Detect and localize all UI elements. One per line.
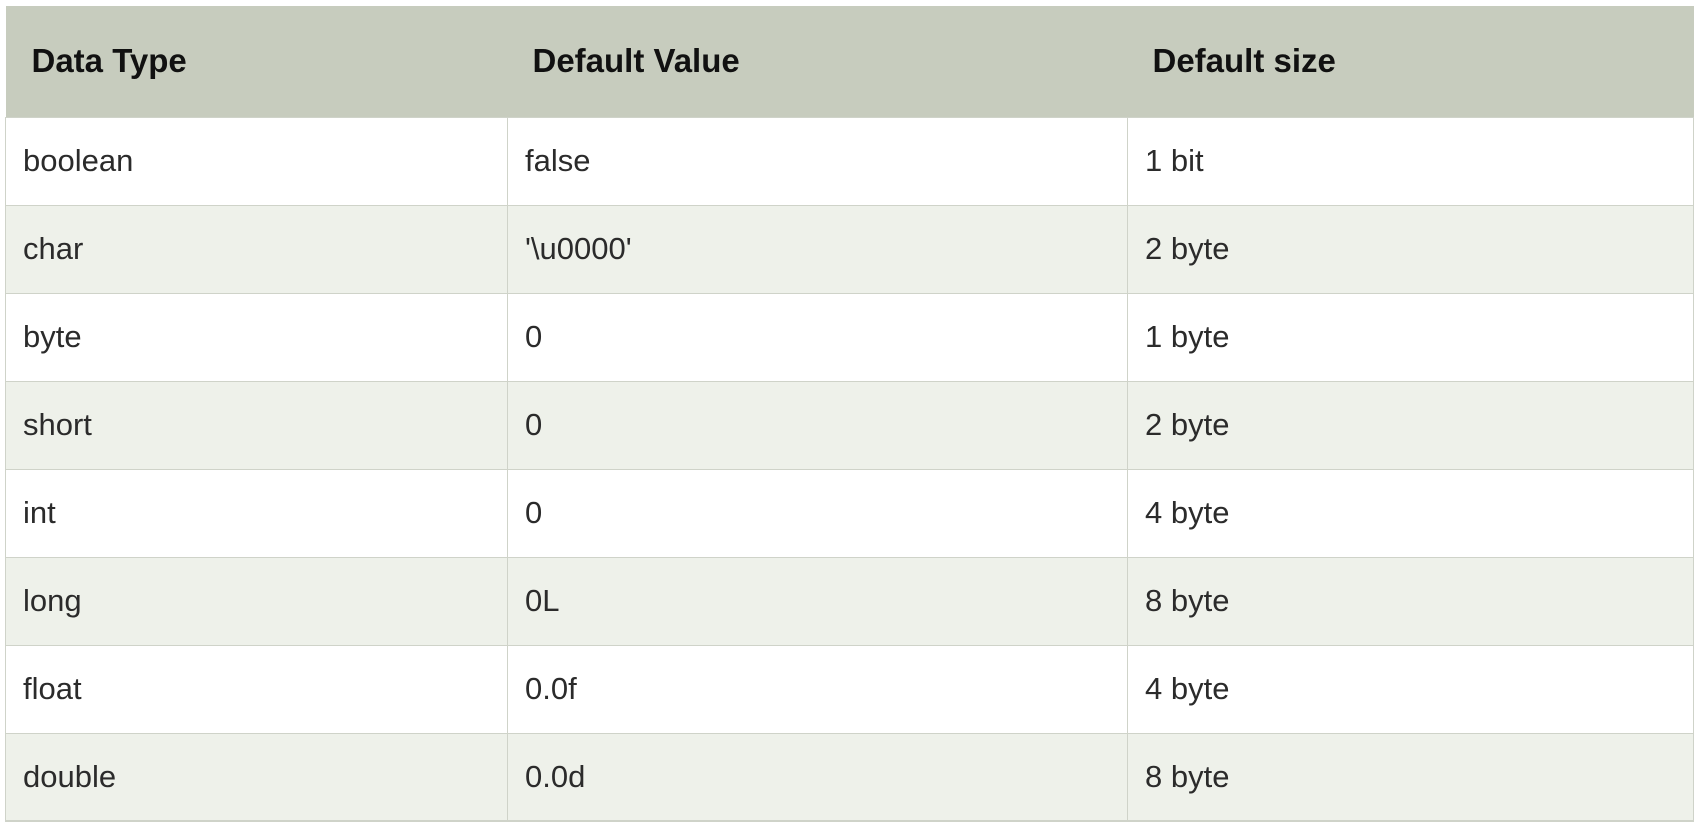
cell-default-size: 4 byte <box>1127 468 1694 558</box>
cell-data-type: char <box>5 204 508 294</box>
table-row: double 0.0d 8 byte <box>5 732 1694 822</box>
table-row: byte 0 1 byte <box>5 292 1694 382</box>
data-types-table: Data Type Default Value Default size boo… <box>5 6 1694 822</box>
header-default-value: Default Value <box>532 42 740 80</box>
cell-data-type: double <box>5 732 508 822</box>
cell-default-value: 0 <box>507 468 1128 558</box>
table-header-row: Data Type Default Value Default size <box>5 6 1694 117</box>
data-types-table-container: Data Type Default Value Default size boo… <box>5 6 1694 822</box>
table-row: int 0 4 byte <box>5 468 1694 558</box>
cell-default-size: 4 byte <box>1127 644 1694 734</box>
cell-default-size: 8 byte <box>1127 732 1694 822</box>
header-data-type: Data Type <box>31 42 187 80</box>
cell-default-value: false <box>507 116 1128 206</box>
cell-default-value: '\u0000' <box>507 204 1128 294</box>
cell-default-size: 8 byte <box>1127 556 1694 646</box>
cell-data-type: long <box>5 556 508 646</box>
cell-default-size: 2 byte <box>1127 204 1694 294</box>
cell-default-value: 0.0f <box>507 644 1128 734</box>
table-row: float 0.0f 4 byte <box>5 644 1694 734</box>
cell-default-value: 0.0d <box>507 732 1128 822</box>
cell-data-type: float <box>5 644 508 734</box>
table-row: boolean false 1 bit <box>5 116 1694 206</box>
cell-default-value: 0 <box>507 380 1128 470</box>
table-row: char '\u0000' 2 byte <box>5 204 1694 294</box>
cell-default-size: 2 byte <box>1127 380 1694 470</box>
table-row: long 0L 8 byte <box>5 556 1694 646</box>
cell-data-type: short <box>5 380 508 470</box>
cell-default-size: 1 byte <box>1127 292 1694 382</box>
table-row: short 0 2 byte <box>5 380 1694 470</box>
cell-default-value: 0 <box>507 292 1128 382</box>
cell-data-type: boolean <box>5 116 508 206</box>
cell-default-value: 0L <box>507 556 1128 646</box>
cell-data-type: int <box>5 468 508 558</box>
cell-default-size: 1 bit <box>1127 116 1694 206</box>
cell-data-type: byte <box>5 292 508 382</box>
header-default-size: Default size <box>1152 42 1336 80</box>
